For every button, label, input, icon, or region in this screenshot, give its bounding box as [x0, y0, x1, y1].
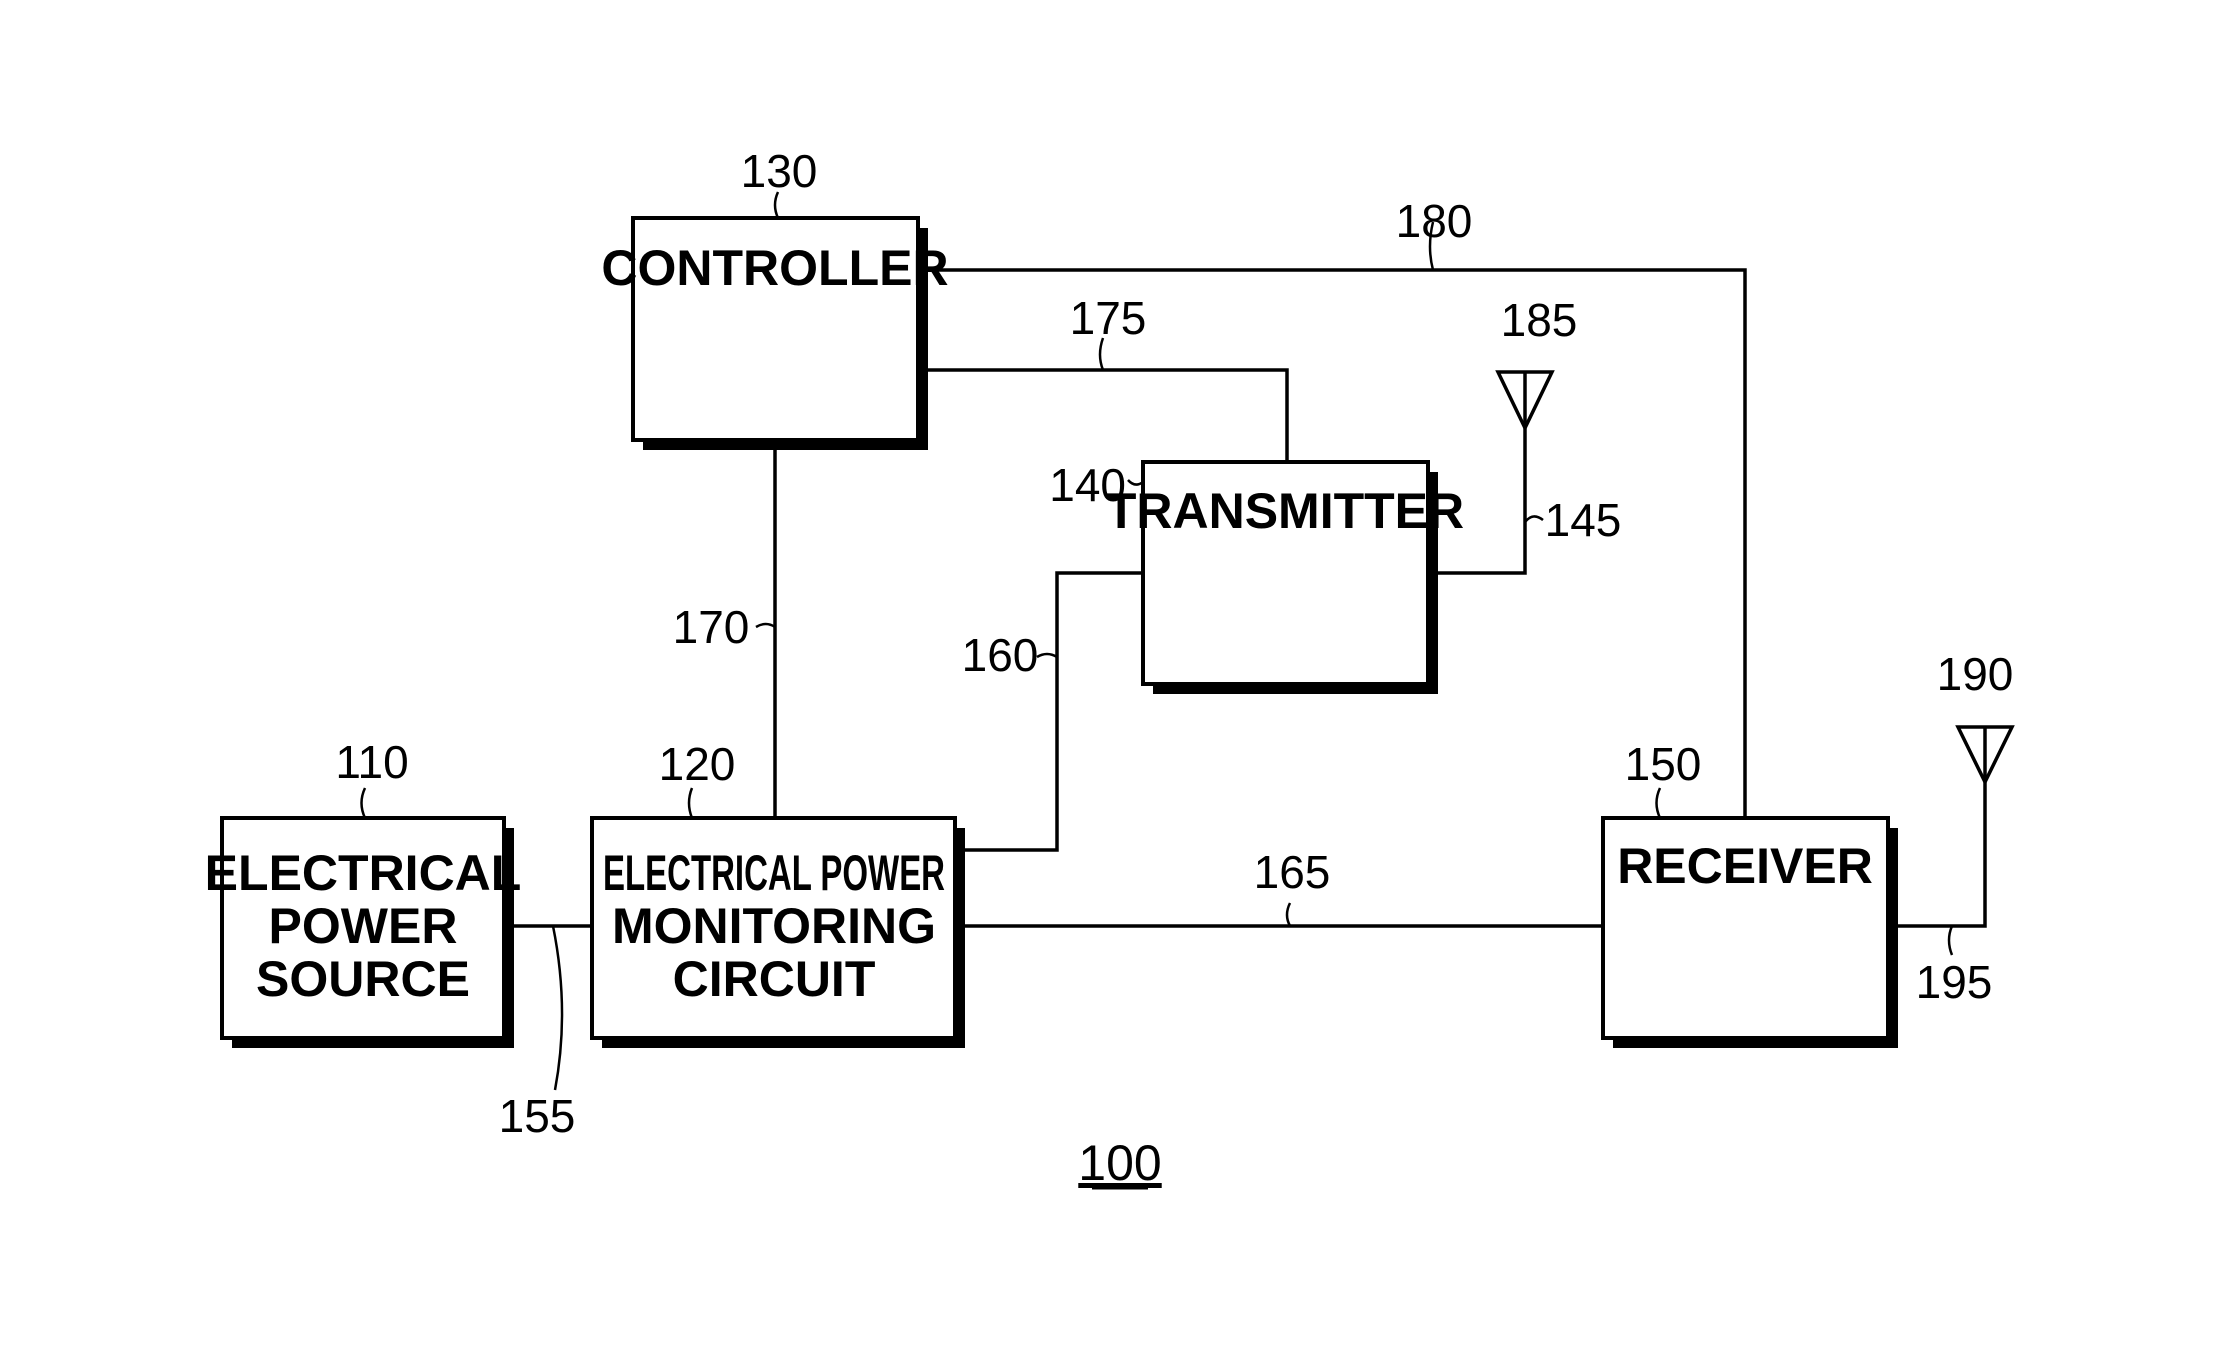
power-source-label-line3: SOURCE	[256, 951, 470, 1007]
figure-number: 100	[1078, 1135, 1161, 1191]
figure-number-label: 100	[1078, 1135, 1161, 1191]
wire-195	[1887, 782, 1985, 926]
ref-185: 185	[1501, 294, 1578, 346]
ref-195: 195	[1916, 956, 1993, 1008]
ref-165: 165	[1254, 846, 1331, 898]
controller-label: CONTROLLER	[601, 240, 948, 296]
ref-160: 160	[962, 629, 1039, 681]
ref-170: 170	[673, 601, 750, 653]
monitoring-circuit-block: ELECTRICAL POWER MONITORING CIRCUIT	[592, 818, 965, 1048]
receiver-label: RECEIVER	[1617, 838, 1873, 894]
ref-180: 180	[1396, 195, 1473, 247]
ref-145: 145	[1545, 494, 1622, 546]
monitoring-circuit-label-line1: ELECTRICAL POWER	[603, 845, 945, 901]
power-source-label-line2: POWER	[269, 898, 458, 954]
ref-120: 120	[659, 738, 736, 790]
antenna-185-symbol	[1498, 372, 1552, 428]
power-source-label-line1: ELECTRICAL	[205, 845, 522, 901]
ref-140: 140	[1049, 459, 1126, 511]
transmitter-label: TRANSMITTER	[1106, 483, 1464, 539]
wire-160	[955, 573, 1143, 850]
ref-130: 130	[741, 145, 818, 197]
receiver-block: RECEIVER	[1603, 818, 1898, 1048]
ref-190: 190	[1937, 648, 2014, 700]
power-source-block: ELECTRICAL POWER SOURCE	[205, 818, 522, 1048]
ref-150: 150	[1625, 738, 1702, 790]
ref-155: 155	[499, 1090, 576, 1142]
transmitter-block: TRANSMITTER	[1106, 462, 1464, 694]
monitoring-circuit-label-line2: MONITORING	[612, 898, 936, 954]
controller-block: CONTROLLER	[601, 218, 948, 450]
antenna-190-symbol	[1958, 727, 2012, 782]
ref-110: 110	[335, 736, 408, 788]
wire-175	[920, 370, 1287, 462]
ref-175: 175	[1070, 292, 1147, 344]
monitoring-circuit-label-line3: CIRCUIT	[673, 951, 876, 1007]
